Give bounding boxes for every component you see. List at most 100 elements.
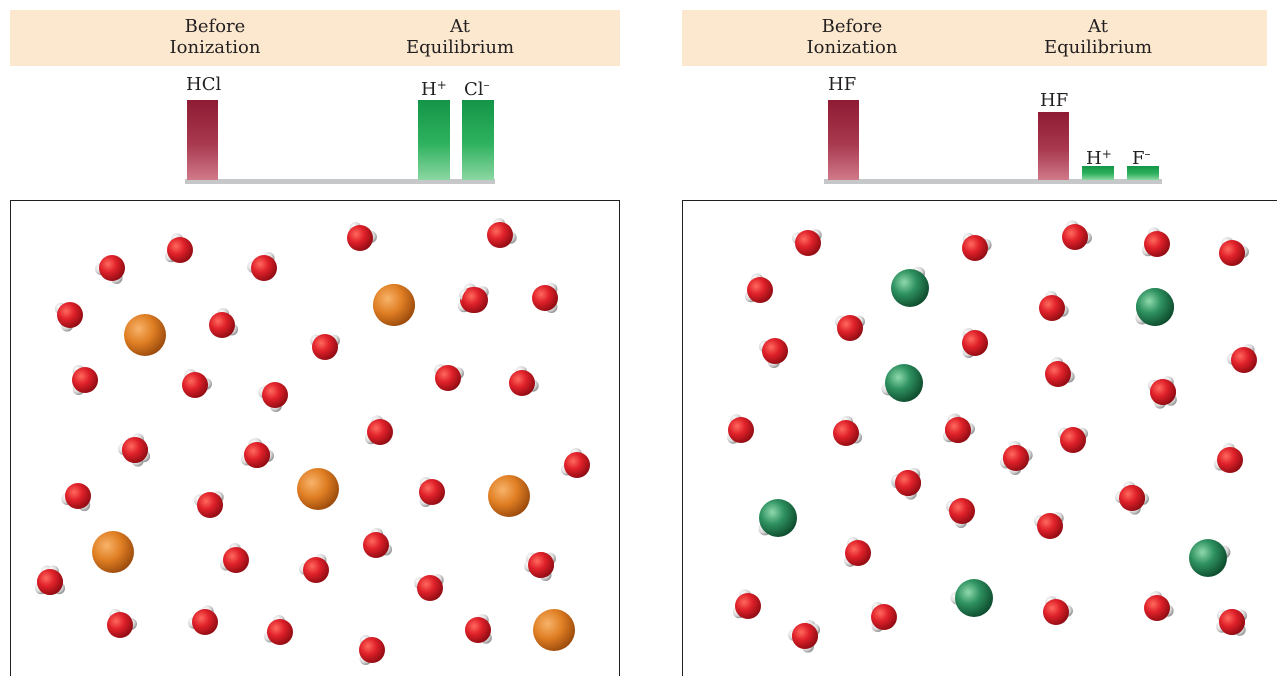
water-molecule (758, 338, 788, 368)
water-molecule (891, 467, 921, 496)
water-molecule (532, 283, 558, 313)
hf-solution-box (682, 200, 1277, 676)
water-molecule (1045, 357, 1075, 387)
h-plus-label: H+ (1086, 147, 1112, 169)
water-molecule (1144, 591, 1174, 621)
hf-before-bar (828, 100, 859, 180)
water-molecule (962, 232, 992, 261)
water-molecule (72, 365, 98, 395)
bar-baseline (185, 179, 495, 184)
before-ionization-header: Before Ionization (169, 16, 261, 58)
water-molecule (1213, 443, 1243, 473)
f-minus-label: F– (1132, 147, 1151, 169)
water-molecule (1150, 376, 1177, 406)
water-molecule (524, 552, 554, 582)
chloride-ion (92, 531, 134, 573)
hf-panel: Before Ionization At Equilibrium HF HF H… (672, 0, 1277, 676)
hcl-solution-box (10, 200, 620, 676)
water-molecule (732, 589, 761, 619)
h-plus-label: H+ (421, 78, 447, 100)
water-molecule (792, 229, 822, 256)
hf-molecule (891, 266, 929, 307)
at-equilibrium-header: At Equilibrium (405, 16, 515, 58)
water-molecule (247, 251, 277, 281)
water-molecule (258, 382, 288, 412)
water-molecule (95, 255, 125, 285)
water-molecule (1034, 512, 1064, 539)
water-molecule (945, 413, 975, 443)
water-molecule (1058, 427, 1088, 453)
ions-and-hf-molecules (92, 266, 1231, 651)
water-molecule (182, 368, 212, 398)
at-equilibrium-header: At Equilibrium (1043, 16, 1153, 58)
water-molecule (419, 477, 445, 507)
hcl-before-bar (187, 100, 218, 180)
water-molecule (962, 328, 988, 358)
hf-before-label: HF (828, 74, 857, 95)
water-molecule (194, 491, 224, 518)
water-molecule (219, 543, 249, 573)
water-molecule (434, 364, 464, 391)
chloride-ion (297, 468, 339, 510)
water-molecule (299, 553, 329, 583)
water-molecule (844, 537, 871, 567)
water-molecule (263, 615, 293, 645)
cl-minus-equilibrium-bar (462, 100, 494, 180)
before-ionization-header: Before Ionization (806, 16, 898, 58)
water-molecule (188, 605, 218, 635)
water-molecule (1043, 595, 1073, 625)
water-molecule (1062, 220, 1092, 250)
water-molecule (1216, 609, 1246, 636)
h-plus-equilibrium-bar (1082, 166, 1114, 180)
water-molecule (122, 433, 151, 463)
water-molecule (871, 602, 897, 632)
water-molecule (560, 448, 590, 478)
water-molecule (359, 635, 385, 665)
chloride-ion (488, 475, 530, 517)
hf-equilibrium-label: HF (1040, 90, 1069, 111)
h-plus-equilibrium-bar (418, 100, 450, 180)
hcl-panel: Before Ionization At Equilibrium HCl H+ … (0, 0, 620, 676)
water-molecule (240, 438, 270, 468)
water-molecule (835, 315, 865, 341)
water-molecule (727, 414, 754, 444)
water-molecule (509, 366, 539, 396)
water-molecule (487, 218, 517, 248)
hf-equilibrium-bar (1038, 112, 1069, 180)
water-molecule (363, 528, 393, 558)
hf-molecule (1189, 539, 1231, 577)
header-band: Before Ionization At Equilibrium (10, 10, 620, 66)
cl-minus-label: Cl– (464, 78, 490, 100)
water-molecule (945, 498, 975, 528)
water-molecule (459, 286, 489, 313)
water-molecule (209, 308, 239, 338)
water-molecules (34, 218, 1257, 665)
water-molecule (1039, 291, 1069, 321)
hf-molecule (950, 579, 993, 617)
hf-molecule (758, 499, 797, 537)
water-molecule (414, 574, 444, 601)
water-molecule (792, 623, 821, 653)
water-molecule (164, 233, 193, 263)
header-band: Before Ionization At Equilibrium (682, 10, 1267, 66)
water-molecule (744, 273, 773, 303)
f-minus-equilibrium-bar (1127, 166, 1159, 180)
water-molecule (465, 614, 492, 644)
water-molecule (54, 302, 83, 332)
water-molecule (1227, 343, 1257, 373)
hf-molecule (881, 364, 923, 402)
chloride-ion (124, 314, 166, 356)
water-molecule (61, 483, 91, 512)
hcl-label: HCl (186, 74, 222, 95)
bar-baseline (824, 179, 1162, 184)
water-molecule (1003, 445, 1033, 475)
water-molecule (1115, 485, 1145, 515)
water-molecule (833, 416, 863, 446)
chloride-ion (373, 284, 415, 326)
water-molecule (37, 565, 66, 595)
water-molecule (1141, 227, 1170, 257)
water-molecule (1219, 236, 1249, 266)
water-molecule (310, 334, 340, 360)
water-molecule (364, 415, 393, 445)
